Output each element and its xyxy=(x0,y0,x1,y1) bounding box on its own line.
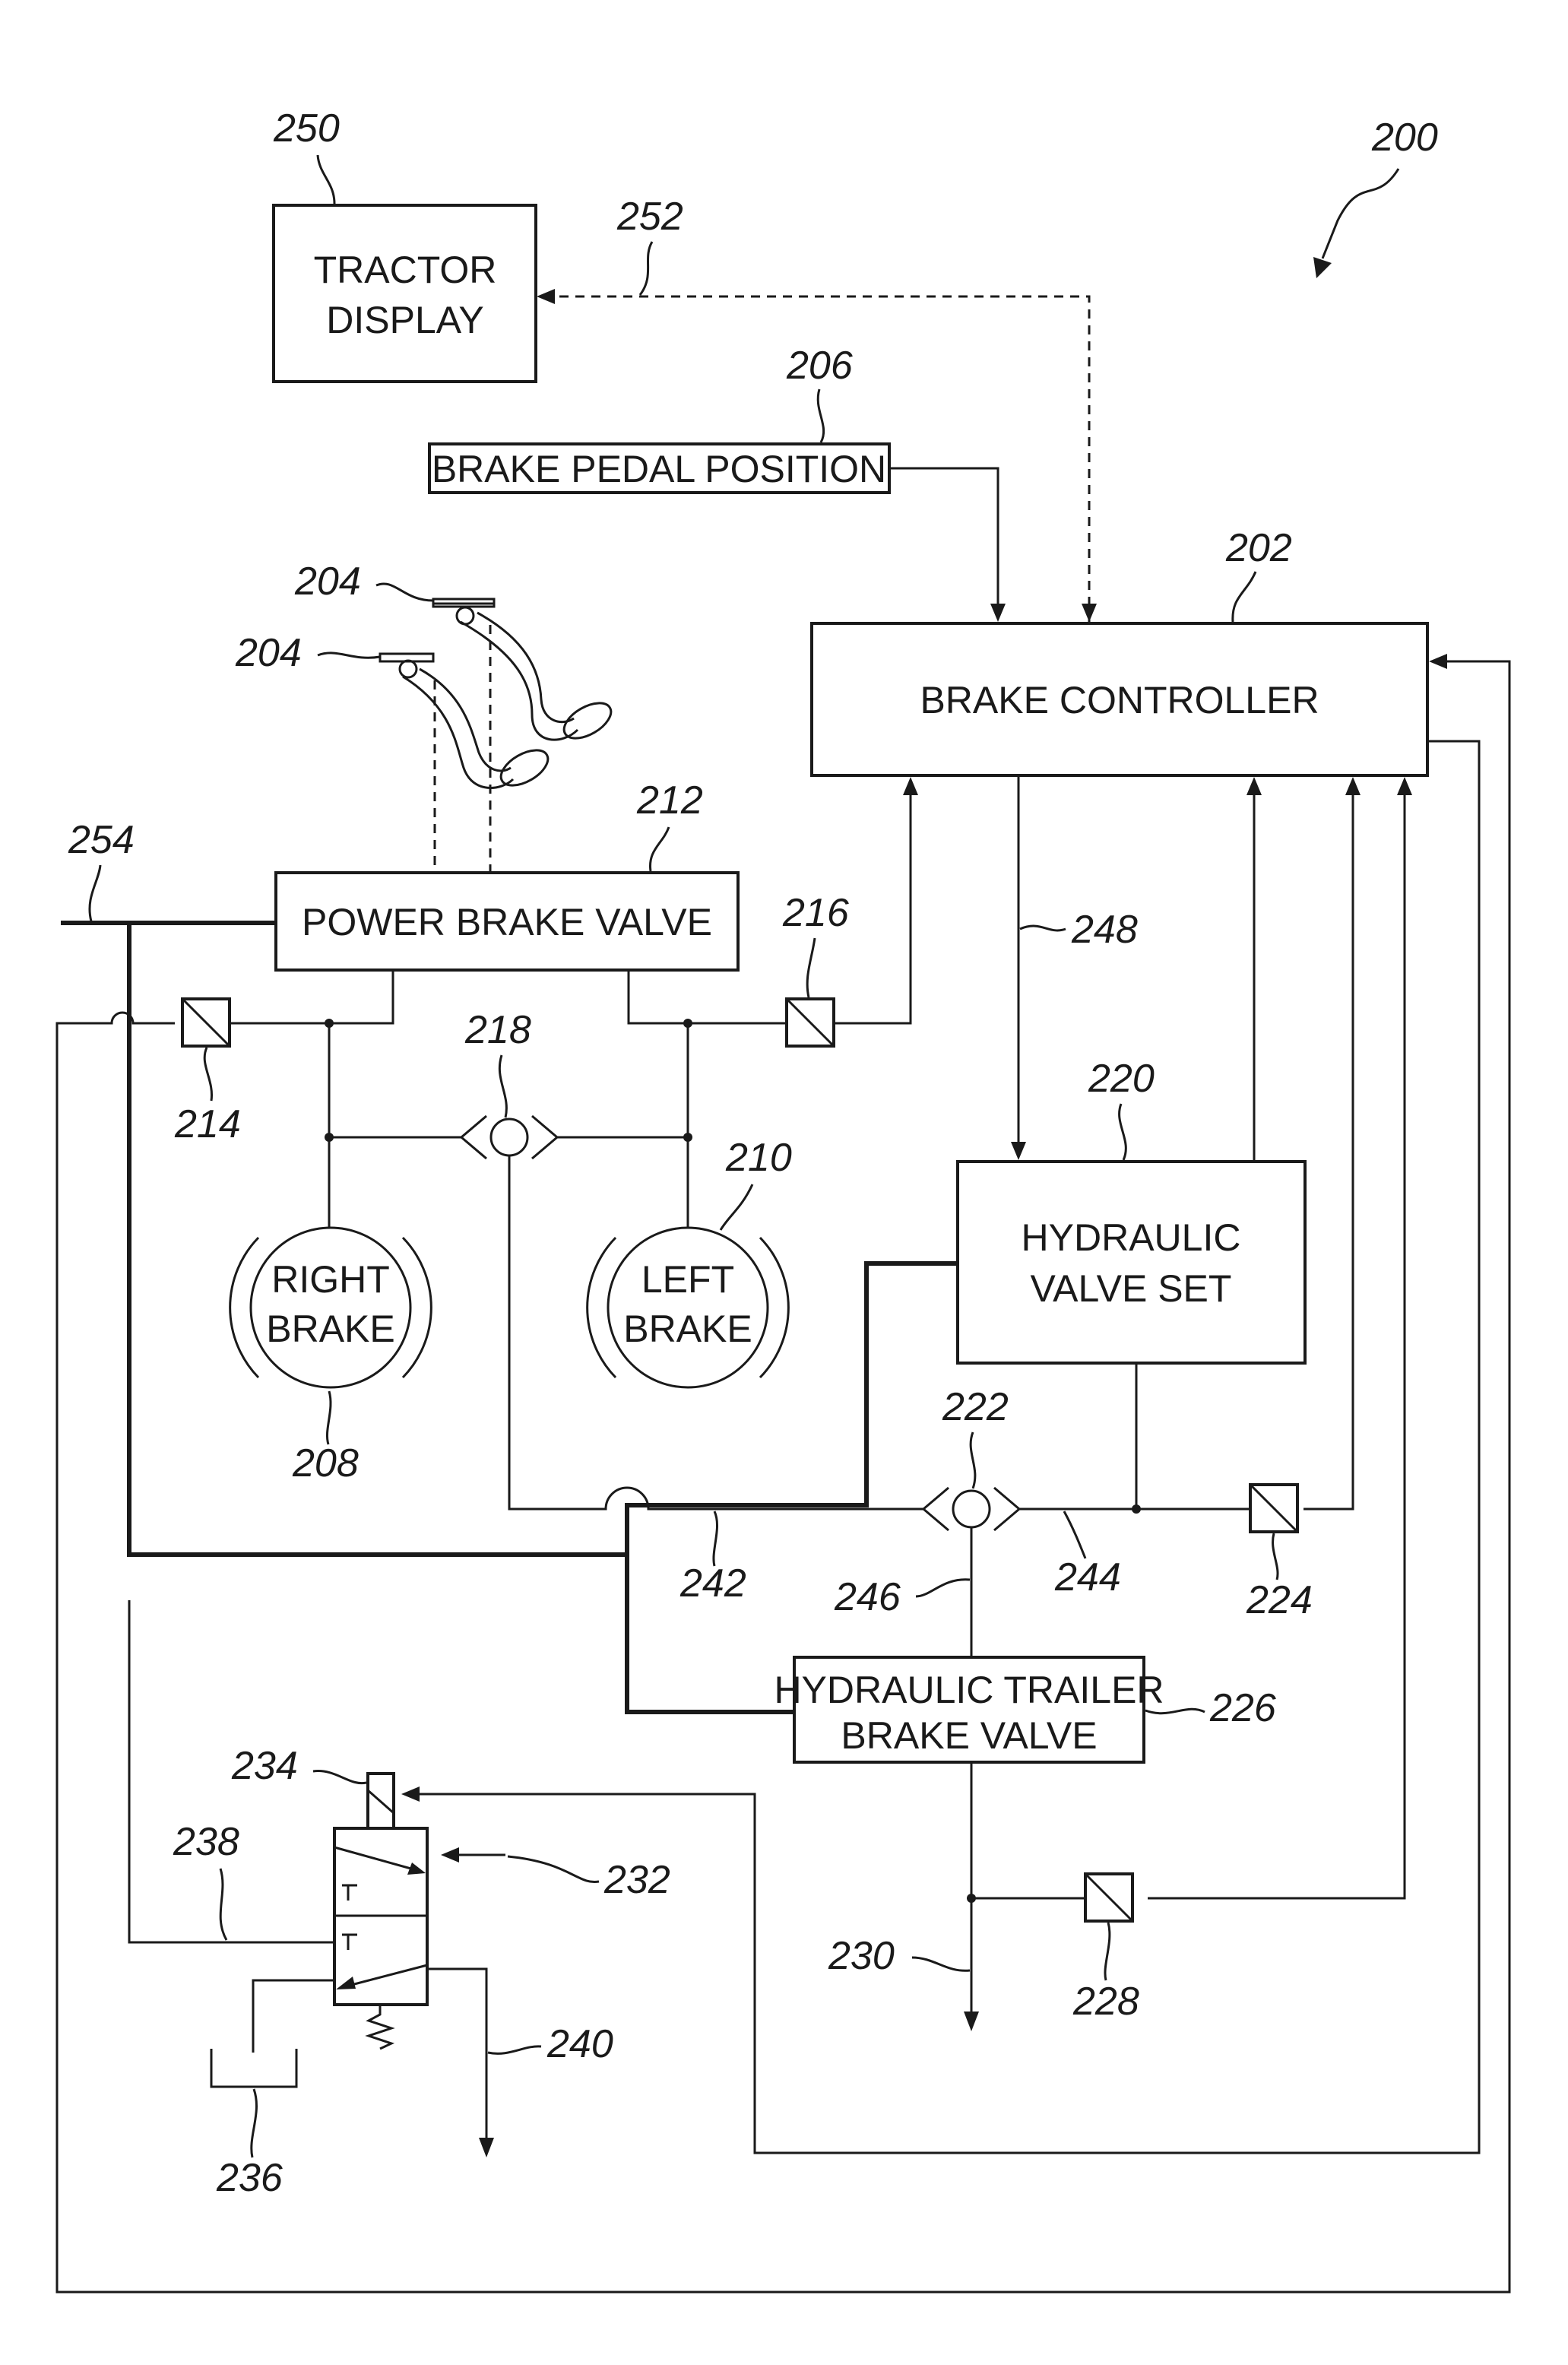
right-brake-line1: RIGHT xyxy=(271,1258,390,1301)
ref-214: 214 xyxy=(174,1102,241,1146)
ref-206: 206 xyxy=(786,344,853,388)
ref-242: 242 xyxy=(679,1561,746,1606)
brake-controller-block: BRAKE CONTROLLER xyxy=(812,623,1427,775)
pbv-left-output xyxy=(629,970,787,1023)
hydraulic-valve-set-line2: VALVE SET xyxy=(1031,1267,1232,1310)
solenoid-valve-232 xyxy=(334,1774,427,2049)
left-brake: LEFT BRAKE xyxy=(588,1228,789,1387)
ref-212: 212 xyxy=(636,778,703,823)
power-brake-valve-block: POWER BRAKE VALVE xyxy=(276,873,738,970)
ref-220: 220 xyxy=(1088,1057,1155,1101)
ref-204-lower: 204 xyxy=(235,631,302,675)
ref-226: 226 xyxy=(1209,1686,1276,1730)
tractor-display-block: TRACTOR DISPLAY xyxy=(274,205,536,382)
ref-204-upper: 204 xyxy=(294,560,361,604)
ref-246: 246 xyxy=(834,1575,901,1619)
ref-234: 234 xyxy=(231,1744,298,1788)
ref-238: 238 xyxy=(173,1820,239,1864)
ref-230: 230 xyxy=(828,1934,895,1978)
ref-240: 240 xyxy=(546,2022,613,2066)
pressure-sensor-214 xyxy=(182,999,230,1046)
ref-244: 244 xyxy=(1054,1555,1121,1599)
pressure-sensor-228 xyxy=(1085,1874,1132,1921)
trailer-brake-valve-line2: BRAKE VALVE xyxy=(841,1714,1097,1757)
ref-200: 200 xyxy=(1371,116,1438,160)
tank-236 xyxy=(211,2049,296,2087)
sensor-224-signal xyxy=(1303,792,1353,1509)
shuttle-valve-222 xyxy=(923,1488,1019,1530)
shuttle-valve-218 xyxy=(461,1116,557,1159)
ref-254: 254 xyxy=(68,818,135,862)
ref-252: 252 xyxy=(616,195,683,239)
tractor-display-line1: TRACTOR xyxy=(314,249,497,291)
pressure-sensor-216 xyxy=(787,999,834,1046)
hydraulic-trailer-brake-valve-block: HYDRAULIC TRAILER BRAKE VALVE xyxy=(774,1657,1164,1762)
ref-250: 250 xyxy=(273,106,340,151)
tank-line xyxy=(253,1980,334,2053)
output-240 xyxy=(427,1969,486,2140)
ref-236: 236 xyxy=(216,2156,283,2200)
brake-pedals xyxy=(380,599,616,873)
hydraulic-valve-set-block: HYDRAULIC VALVE SET xyxy=(958,1162,1305,1363)
ref-208: 208 xyxy=(292,1441,359,1485)
ref-210: 210 xyxy=(725,1136,792,1180)
hydraulic-valve-set-line1: HYDRAULIC xyxy=(1022,1216,1241,1259)
trailer-brake-valve-line1: HYDRAULIC TRAILER xyxy=(774,1669,1164,1711)
right-brake: RIGHT BRAKE xyxy=(230,1228,432,1387)
sensor-216-signal xyxy=(844,792,911,1023)
pedal-position-signal xyxy=(889,468,998,608)
ref-218: 218 xyxy=(464,1008,531,1052)
ref-222: 222 xyxy=(942,1385,1009,1429)
ref-248: 248 xyxy=(1071,908,1138,952)
brake-pedal-position-block: BRAKE PEDAL POSITION xyxy=(429,444,889,493)
power-brake-valve-label: POWER BRAKE VALVE xyxy=(302,901,712,943)
pbv-right-output xyxy=(220,970,393,1023)
ref-228: 228 xyxy=(1072,1980,1139,2024)
ref-224: 224 xyxy=(1246,1578,1313,1622)
right-brake-line2: BRAKE xyxy=(266,1308,395,1350)
tractor-display-line2: DISPLAY xyxy=(326,299,484,341)
left-brake-line1: LEFT xyxy=(641,1258,734,1301)
ref-216: 216 xyxy=(782,891,849,935)
brake-controller-label: BRAKE CONTROLLER xyxy=(920,679,1319,721)
ref-202: 202 xyxy=(1225,526,1292,570)
brake-pedal-position-label: BRAKE PEDAL POSITION xyxy=(432,448,886,490)
left-brake-line2: BRAKE xyxy=(623,1308,752,1350)
pressure-sensor-224 xyxy=(1250,1485,1297,1532)
ref-232: 232 xyxy=(603,1858,670,1902)
